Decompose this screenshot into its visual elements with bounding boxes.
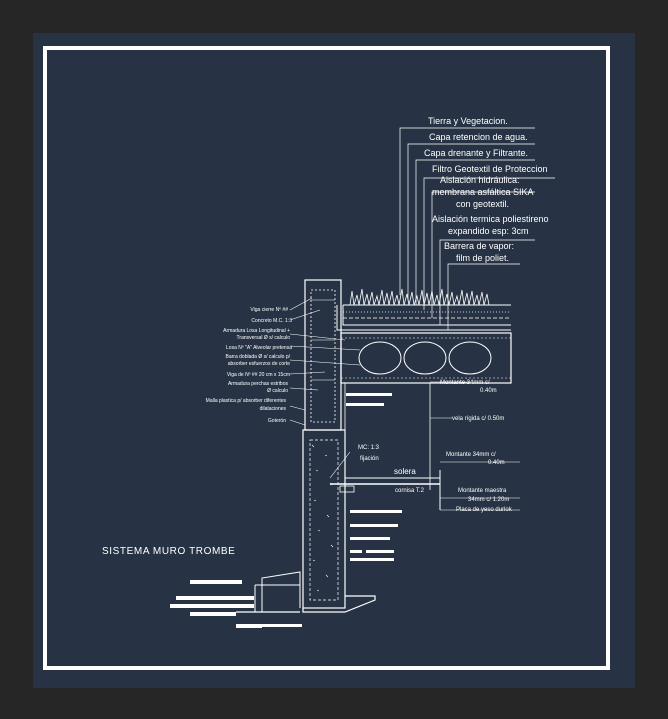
label-dilataciones: dilataciones	[260, 406, 287, 412]
slab-void-1	[358, 341, 402, 375]
trombe-wall	[302, 429, 346, 609]
label-transversal: Transversal Ø s/ calculo	[237, 335, 291, 341]
label-retencion: Capa retencion de agua.	[429, 132, 528, 142]
label-goteron: Goterón	[268, 418, 286, 424]
hollow-core-slab	[340, 332, 512, 384]
sheet-frame	[43, 46, 610, 670]
label-aislacion-t1: Aislación termica poliestireno	[432, 214, 549, 224]
label-tierra: Tierra y Vegetacion.	[428, 116, 508, 126]
wall-base	[302, 595, 376, 613]
exterior-step	[261, 571, 301, 612]
mid-label-group: Montante 34mm c/ 0.40m vela rígida c/ 0.…	[358, 380, 513, 513]
label-fijacion: fijación	[360, 456, 379, 462]
label-montante-2: Montante 34mm c/	[446, 452, 496, 458]
label-maestra-2: 34mm c/ 1.20m	[468, 497, 509, 503]
drawing-title: SISTEMA MURO TROMBE	[102, 546, 235, 557]
right-leaders	[399, 127, 555, 330]
right-label-group: Tierra y Vegetacion. Capa retencion de a…	[424, 116, 549, 263]
label-aislacion-h2: membrana asfáltica SIKA	[432, 187, 534, 197]
vegetation	[349, 288, 490, 306]
label-cornisa: cornisa T.2	[395, 488, 425, 494]
label-drenante: Capa drenante y Filtrante.	[424, 148, 528, 158]
beam-reinforcement	[310, 289, 336, 423]
drawing-background	[33, 33, 635, 688]
label-aislacion-h1: Aislación hidráulica:	[440, 175, 520, 185]
slab-void-3	[448, 341, 492, 375]
label-mc: MC: 1:3	[358, 445, 380, 451]
label-maestra-1: Montante maestra	[458, 488, 507, 494]
label-montante-1b: 0.40m	[480, 388, 497, 394]
label-concreto: Concreto M.C. 1:3	[251, 318, 292, 324]
label-barrera2: film de poliet.	[456, 253, 509, 263]
label-yeso: Placa de yeso durlok	[456, 507, 513, 513]
label-montante-2b: 0.40m	[488, 460, 505, 466]
label-barrera1: Barrera de vapor:	[444, 241, 514, 251]
label-aislacion-t2: expandido esp: 3cm	[448, 226, 529, 236]
label-solera: solera	[394, 467, 416, 476]
wall-hatch	[309, 439, 339, 601]
label-losa-alveolar: Losa Nº "A" Alveolar pretensa	[226, 345, 292, 351]
label-calculo: Ø calculo	[267, 388, 288, 394]
label-absorber: absorber esfuerzos de corte	[228, 361, 290, 367]
label-aislacion-h3: con geotextil.	[456, 199, 509, 209]
slab-void-2	[403, 341, 447, 375]
label-malla: Malla plastica p/ absorber diferentes	[206, 398, 287, 404]
left-leaders	[289, 297, 361, 426]
label-armadura-losa: Armadura Losa Longitudinal +	[223, 328, 290, 334]
label-montante-1: Montante 34mm c/	[440, 380, 490, 386]
label-vela: vela rígida c/ 0.50m	[452, 416, 504, 422]
label-filtro: Filtro Geotextil de Proteccion	[432, 164, 548, 174]
label-blocks	[170, 393, 402, 628]
label-armadura-perchas: Armadura perchas estribos	[228, 381, 289, 387]
left-label-group: Viga cierre Nº ## Concreto M.C. 1:3 Arma…	[206, 307, 293, 424]
label-viga-20: Viga de Nº ## 20 cm x 15cm	[227, 372, 290, 378]
mid-leaders	[329, 381, 520, 511]
label-barra-doblada: Barra doblada Ø s/ calculo p/	[226, 354, 291, 360]
label-viga-cierre: Viga cierre Nº ##	[250, 307, 288, 313]
